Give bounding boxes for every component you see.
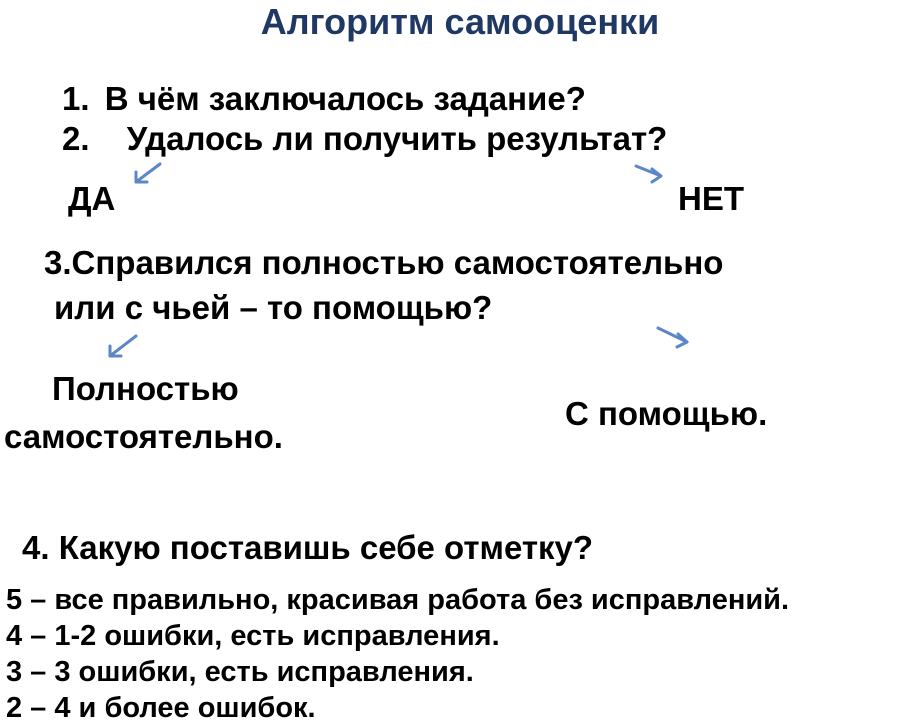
arrow-down-right-icon <box>656 326 689 349</box>
grade-4: 4 – 1-2 ошибки, есть исправления. <box>6 620 500 652</box>
question-1-text: В чём заключалось задание? <box>104 80 586 117</box>
answer-yes: ДА <box>68 180 116 217</box>
grade-2: 2 – 4 и более ошибок. <box>6 692 316 724</box>
grade-5: 5 – все правильно, красивая работа без и… <box>6 584 790 616</box>
question-4: 4. Какую поставишь себе отметку? <box>22 529 594 566</box>
answer-no: НЕТ <box>678 180 744 217</box>
question-2-number: 2. <box>62 120 90 157</box>
grade-3: 3 – 3 ошибки, есть исправления. <box>6 656 474 688</box>
question-3-line-1: 3.Справился полностью самостоятельно <box>44 244 724 281</box>
answer-full-line-1: Полностью <box>52 370 239 407</box>
arrow-down-right-icon <box>634 164 663 184</box>
question-3-line-2: или с чьей – то помощью? <box>54 289 493 326</box>
page-title: Алгоритм самооценки <box>260 1 660 42</box>
question-1-number: 1. <box>62 80 90 117</box>
arrow-down-left-icon <box>134 162 162 184</box>
question-2: 2. Удалось ли получить результат? <box>62 122 667 155</box>
answer-full-line-2: самостоятельно. <box>4 418 283 455</box>
question-1: 1. В чём заключалось задание? <box>62 82 586 115</box>
question-2-text: Удалось ли получить результат? <box>126 120 668 157</box>
arrow-down-left-icon <box>108 334 138 358</box>
answer-help: С помощью. <box>565 395 768 432</box>
